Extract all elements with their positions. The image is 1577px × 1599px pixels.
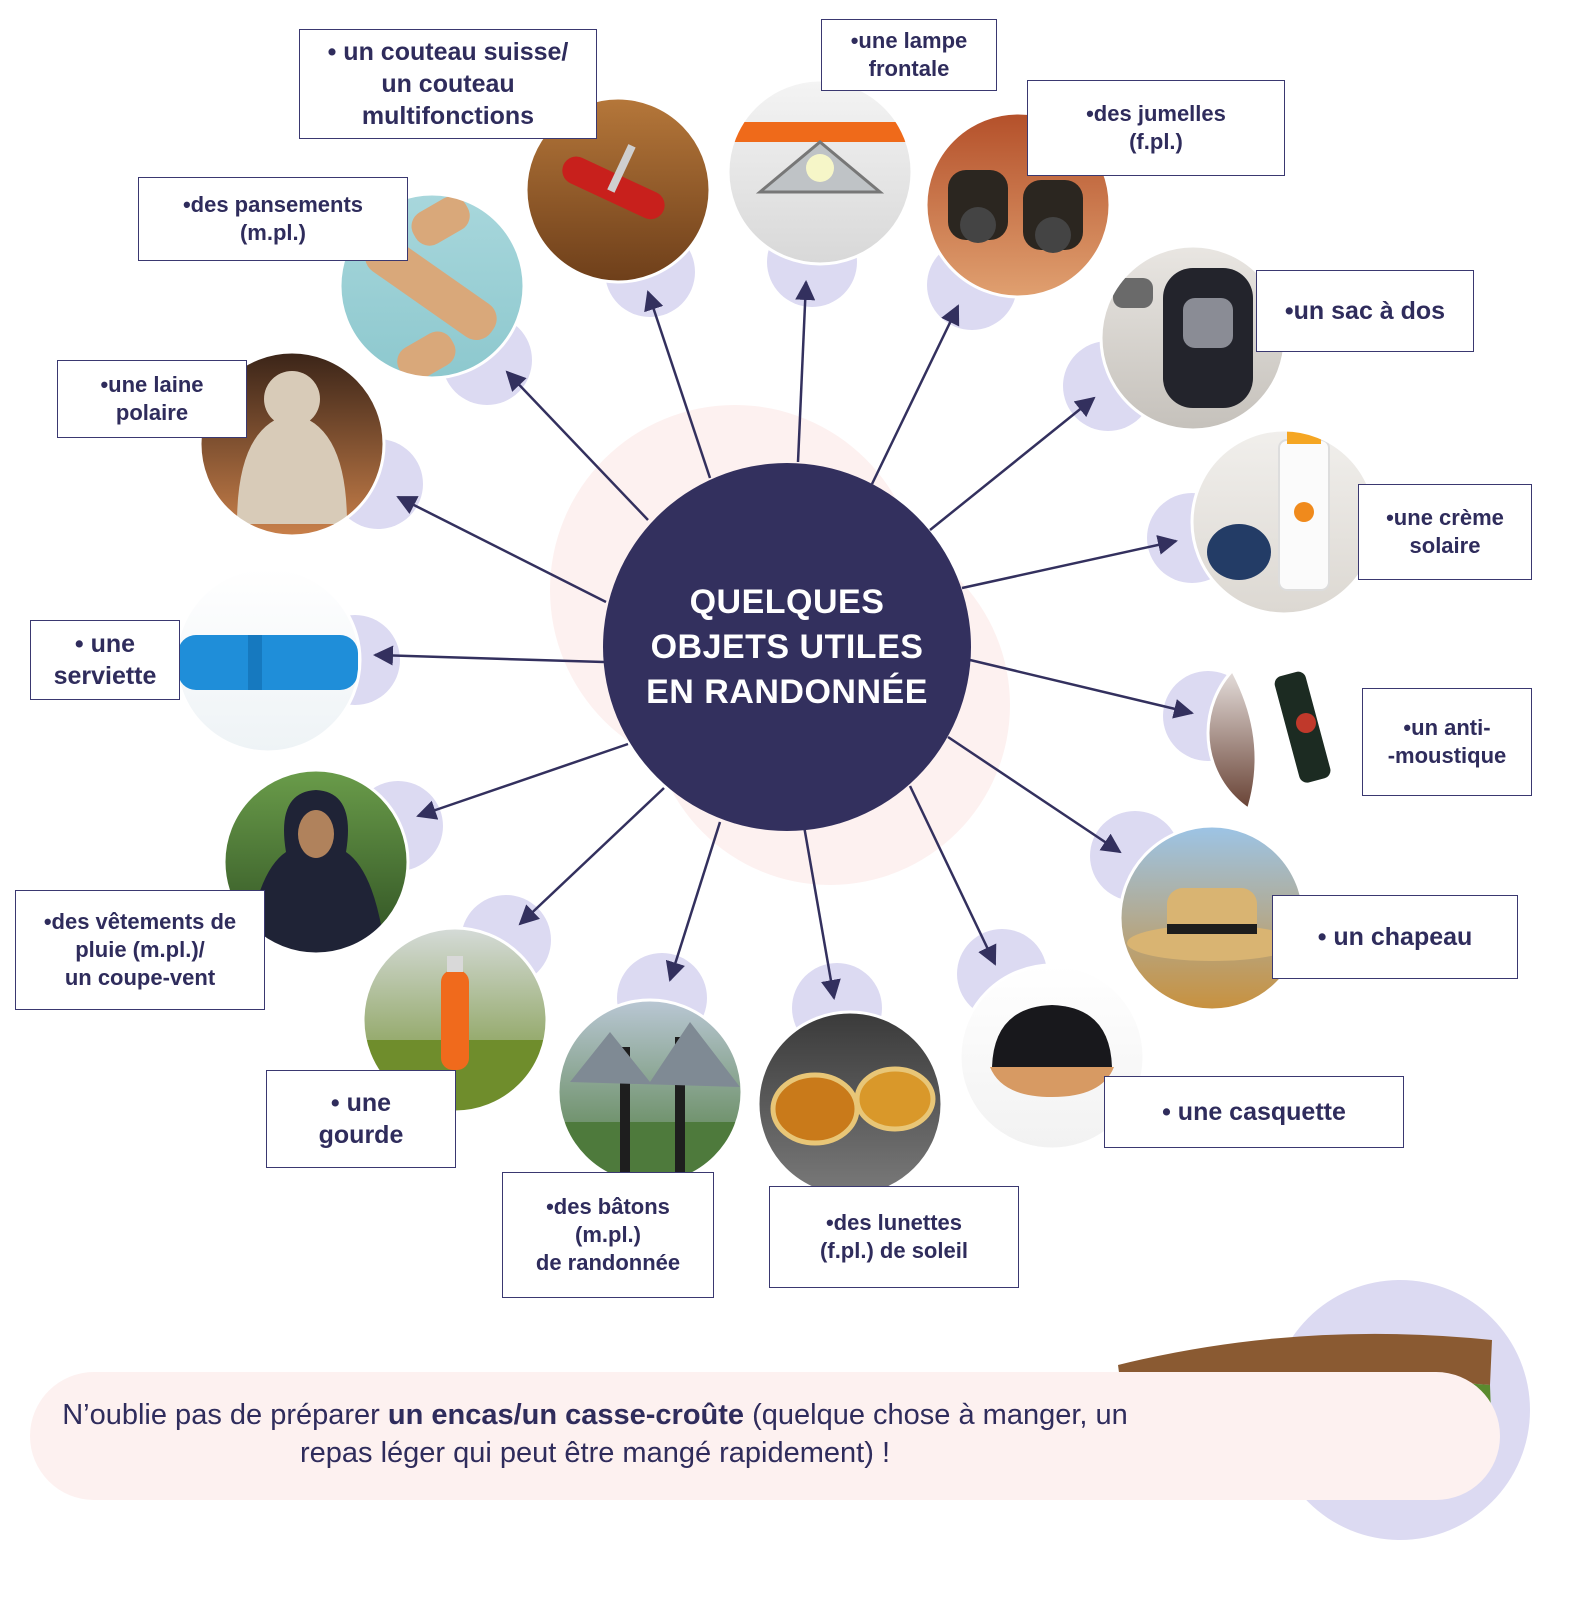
headlamp-photo <box>728 80 912 264</box>
label-box-pluie: •des vêtements de pluie (m.pl.)/ un coup… <box>15 890 265 1010</box>
arrow-lunettes <box>802 825 841 1000</box>
photo-rim-casquette <box>958 963 1146 1151</box>
label-jumelles: •des jumelles (f.pl.) <box>1086 101 1226 154</box>
label-serviette: • une serviette <box>53 630 157 690</box>
arrows-layer <box>373 280 1194 1000</box>
arrow-pansements <box>505 370 649 521</box>
label-box-creme: •une crème solaire <box>1358 484 1532 580</box>
label-box-serviette: • une serviette <box>30 620 180 700</box>
footer-band <box>30 1372 1500 1500</box>
label-casquette: • une casquette <box>1162 1098 1346 1126</box>
label-box-jumelles: •des jumelles (f.pl.) <box>1027 80 1285 176</box>
arrow-batons <box>665 821 722 982</box>
label-box-batons: •des bâtons (m.pl.) de randonnée <box>502 1172 714 1298</box>
label-box-casquette: • une casquette <box>1104 1076 1404 1148</box>
photos-layer <box>174 78 1394 1198</box>
footer-text-before: N’oublie pas de préparer <box>62 1399 388 1431</box>
arrow-antimoustique <box>969 658 1194 719</box>
straw-hat-photo <box>1120 826 1304 1010</box>
label-gourde: • une gourde <box>318 1089 404 1149</box>
footer-text-after: (quelque chose à manger, un repas léger … <box>299 1399 1128 1469</box>
label-pansements: •des pansements (m.pl.) <box>182 192 364 245</box>
footer-text-bold: un encas/un casse-croûte <box>387 1399 745 1431</box>
backpack-photo <box>1101 246 1285 430</box>
label-polaire: •une laine polaire <box>100 372 204 425</box>
cap-photo <box>960 965 1144 1149</box>
label-pluie: •des vêtements de pluie (m.pl.)/ un coup… <box>43 909 237 990</box>
swiss-knife-photo <box>526 98 710 282</box>
label-lunettes: •des lunettes (f.pl.) de soleil <box>820 1210 968 1263</box>
sunglasses-photo <box>758 1012 942 1196</box>
photo-rim-polaire <box>198 350 386 538</box>
arrow-casquette <box>908 785 997 966</box>
label-box-polaire: •une laine polaire <box>57 360 247 438</box>
photo-rim-pansements <box>338 192 526 380</box>
photo-rim-jumelles <box>924 111 1112 299</box>
towel-photo <box>176 568 360 752</box>
arrow-chapeau <box>947 735 1122 854</box>
photo-rim-couteau <box>524 96 712 284</box>
label-chapeau: • un chapeau <box>1317 923 1473 951</box>
arrow-lampe <box>795 280 816 463</box>
label-box-antimoustique: •un anti- -moustique <box>1362 688 1532 796</box>
label-box-chapeau: • un chapeau <box>1272 895 1518 979</box>
center-title: QUELQUES OBJETS UTILES EN RANDONNÉE <box>603 463 971 831</box>
arrow-serviette <box>373 645 605 666</box>
label-box-sac: •un sac à dos <box>1256 270 1474 352</box>
label-batons: •des bâtons (m.pl.) de randonnée <box>535 1194 681 1275</box>
label-box-gourde: • une gourde <box>266 1070 456 1168</box>
arrow-jumelles <box>870 304 960 485</box>
photo-rim-pluie <box>222 768 410 956</box>
arrow-gourde <box>518 787 665 926</box>
label-antimoustique: •un anti- -moustique <box>1387 715 1507 768</box>
hiking-poles-photo <box>558 1000 742 1184</box>
footer-reminder: N’oublie pas de préparer un encas/un cas… <box>60 1396 1130 1472</box>
label-couteau: • un couteau suisse/ un couteau multifon… <box>327 38 569 130</box>
arrow-polaire <box>396 495 607 604</box>
label-sac: •un sac à dos <box>1284 297 1446 325</box>
sunscreen-photo <box>1192 430 1376 614</box>
label-creme: •une crème solaire <box>1386 505 1504 558</box>
label-box-pansements: •des pansements (m.pl.) <box>138 177 408 261</box>
photo-rim-lampe <box>726 78 914 266</box>
mosquito-repellent-photo <box>1208 641 1392 825</box>
rain-jacket-photo <box>224 770 408 954</box>
arrow-couteau <box>644 290 712 479</box>
arrow-sac <box>929 396 1096 531</box>
label-box-couteau: • un couteau suisse/ un couteau multifon… <box>299 29 597 139</box>
label-box-lunettes: •des lunettes (f.pl.) de soleil <box>769 1186 1019 1288</box>
label-lampe: •une lampe frontale <box>850 28 968 81</box>
arrow-pluie <box>416 742 629 820</box>
arrow-creme <box>961 535 1178 590</box>
label-box-lampe: •une lampe frontale <box>821 19 997 91</box>
